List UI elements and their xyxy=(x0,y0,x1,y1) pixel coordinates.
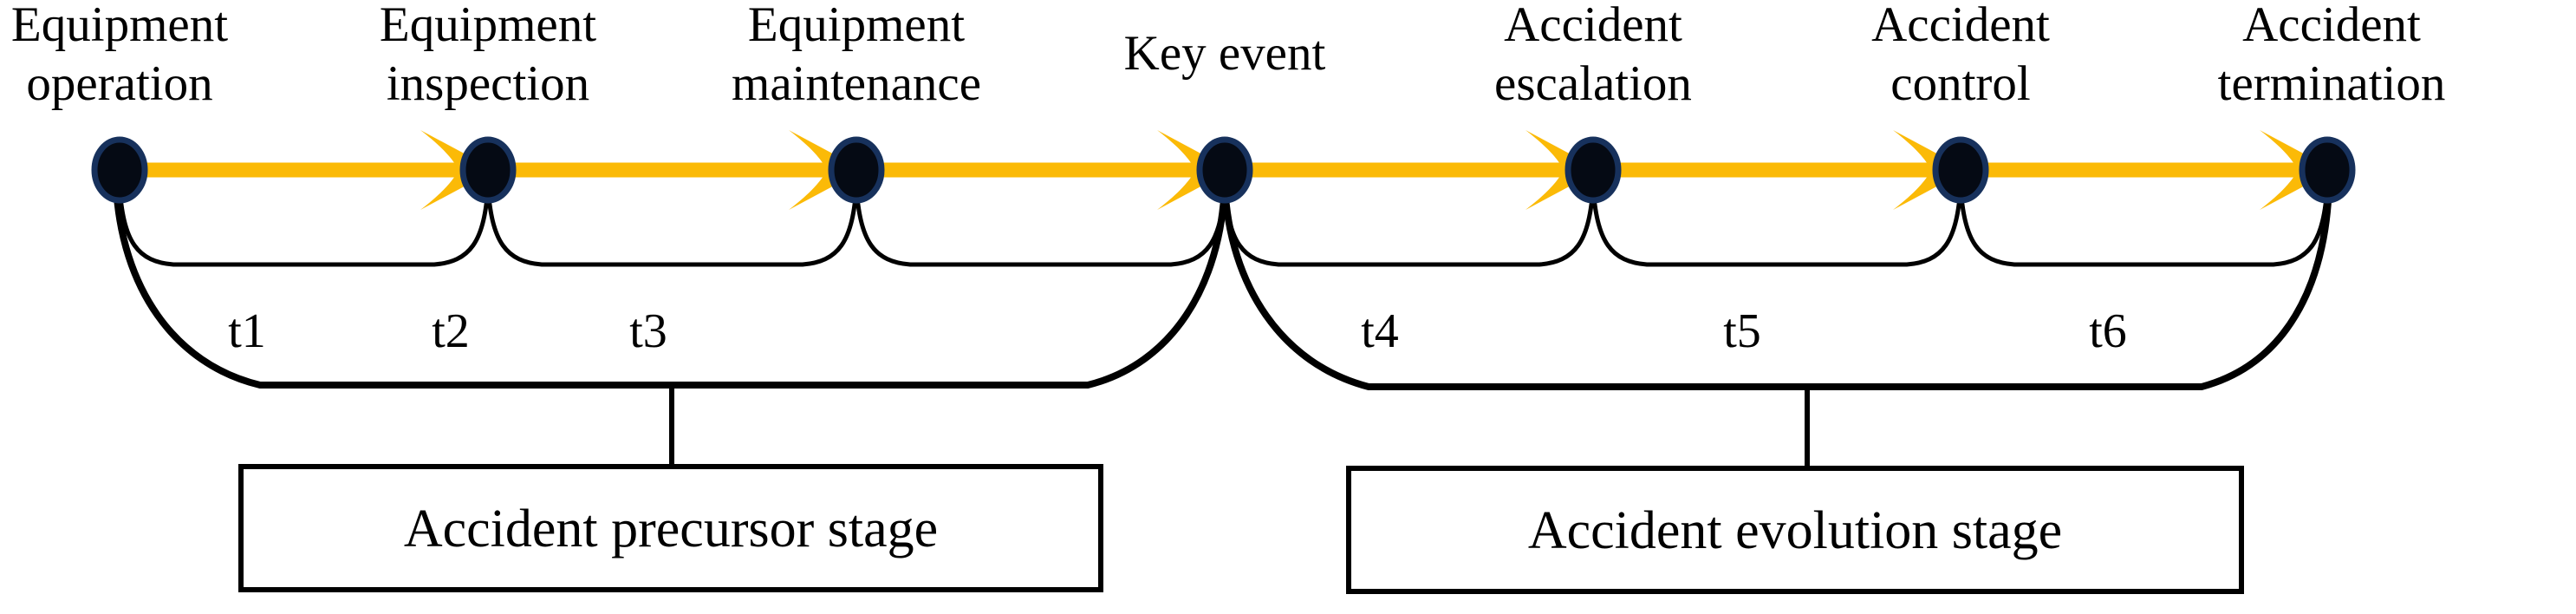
node-label-accident-escalation-line2: escalation xyxy=(1494,56,1692,111)
interval-bracket-t4 xyxy=(1222,181,1596,267)
interval-label-t2: t2 xyxy=(432,304,470,358)
interval-bracket-t6 xyxy=(1958,181,2330,267)
timeline-node-accident-escalation[interactable] xyxy=(1564,136,1622,204)
node-label-accident-control-line1: Accident xyxy=(1871,0,2050,52)
stage-box-evolution[interactable] xyxy=(1346,466,2244,594)
interval-label-t5: t5 xyxy=(1723,304,1761,358)
interval-label-t3: t3 xyxy=(629,304,667,358)
stage-stem-group xyxy=(669,385,1810,470)
stage-label-evolution: Accident evolution stage xyxy=(1528,501,2062,560)
timeline-node-equipment-operation[interactable] xyxy=(91,136,148,204)
node-label-group: Equipment operation Equipment inspection… xyxy=(11,0,2445,111)
node-label-equipment-maintenance-line1: Equipment xyxy=(748,0,965,52)
timeline-node-accident-control[interactable] xyxy=(1932,136,1989,204)
interval-label-t4: t4 xyxy=(1361,304,1399,358)
interval-bracket-t2 xyxy=(485,181,859,267)
node-label-equipment-inspection-line1: Equipment xyxy=(380,0,596,52)
timeline-node-accident-termination[interactable] xyxy=(2299,136,2356,204)
node-label-accident-control-line2: control xyxy=(1890,56,2030,111)
node-label-equipment-maintenance-line2: maintenance xyxy=(732,56,981,111)
node-label-equipment-operation-line2: operation xyxy=(26,56,212,111)
node-label-accident-termination-line1: Accident xyxy=(2242,0,2421,52)
timeline-node-equipment-inspection[interactable] xyxy=(459,136,517,204)
interval-bracket-t3 xyxy=(854,181,1227,267)
node-label-accident-escalation-line1: Accident xyxy=(1504,0,1682,52)
interval-label-t6: t6 xyxy=(2089,304,2127,358)
interval-label-group: t1 t2 t3 t4 t5 t6 xyxy=(228,304,2127,358)
node-label-accident-termination-line2: termination xyxy=(2218,56,2446,111)
interval-bracket-t1 xyxy=(117,181,491,267)
stage-bracket-group xyxy=(113,182,2332,390)
node-label-key-event: Key event xyxy=(1124,26,1326,81)
timeline-arrow-group xyxy=(120,130,2334,210)
timeline-node-equipment-maintenance[interactable] xyxy=(828,136,885,204)
interval-label-t1: t1 xyxy=(228,304,266,358)
timeline-node-group xyxy=(91,136,2356,204)
stage-box-precursor[interactable] xyxy=(238,464,1103,592)
timeline-node-key-event[interactable] xyxy=(1196,136,1253,204)
node-label-equipment-operation-line1: Equipment xyxy=(11,0,228,52)
stage-bracket-precursor xyxy=(113,182,1228,389)
interval-bracket-t5 xyxy=(1590,181,1963,267)
node-label-equipment-inspection-line2: inspection xyxy=(387,56,589,111)
stage-bracket-evolution xyxy=(1221,182,2332,390)
stage-box-group: Accident precursor stage Accident evolut… xyxy=(238,464,2244,594)
stage-label-precursor: Accident precursor stage xyxy=(404,500,938,558)
